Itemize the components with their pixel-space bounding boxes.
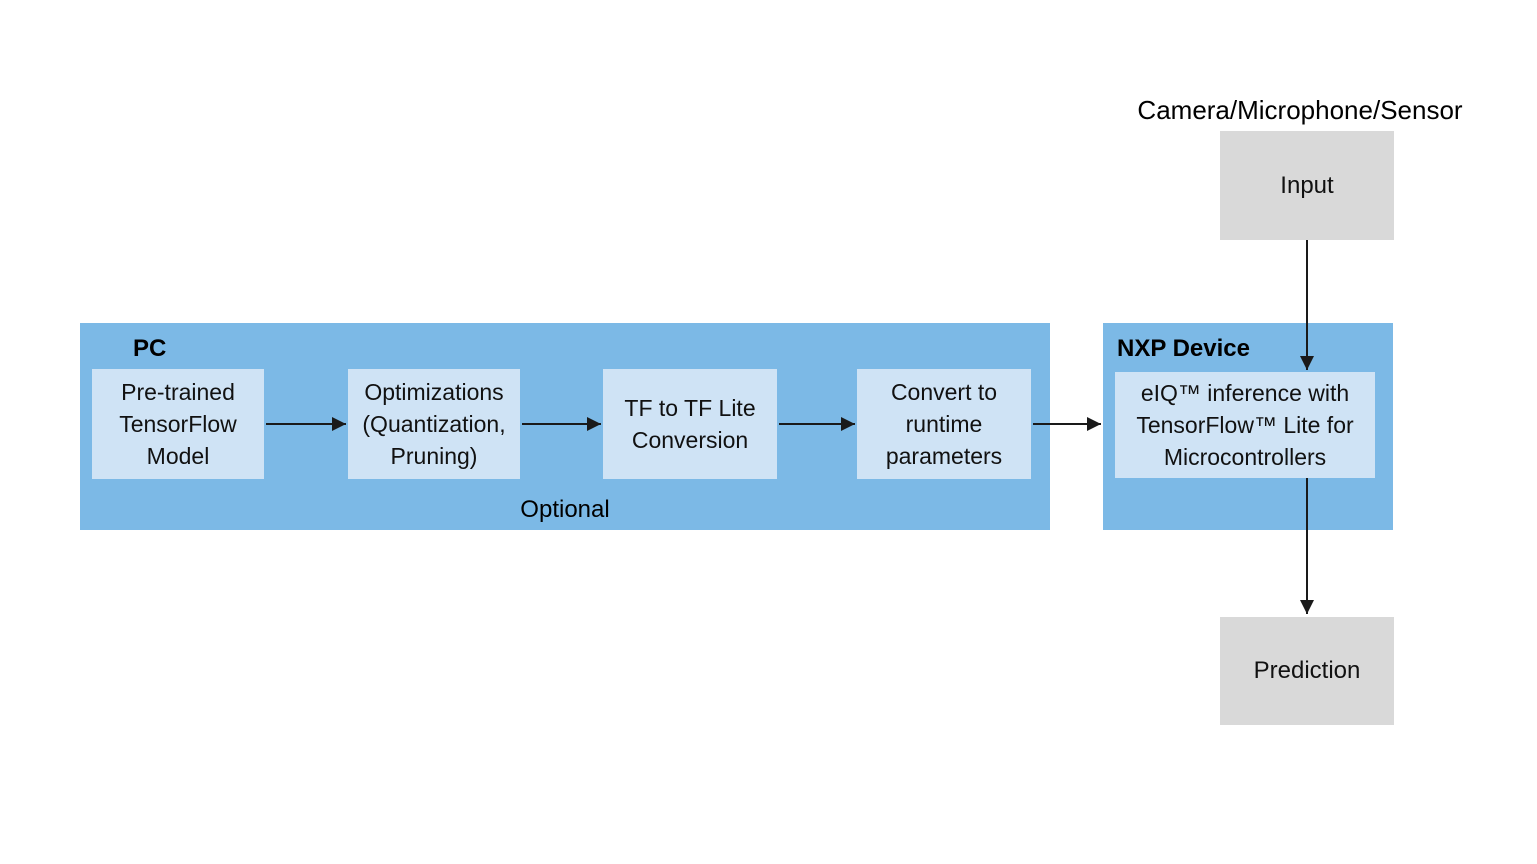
step-pretrained-tensorflow-model: Pre-trained TensorFlow Model <box>92 369 264 479</box>
prediction-node-label: Prediction <box>1253 657 1361 684</box>
optional-label: Optional <box>520 496 610 523</box>
step-convert-runtime-parameters: Convert to runtime parameters <box>857 369 1031 479</box>
pc-group-title: PC <box>133 335 167 362</box>
step-eiq-inference-tflite-micro: eIQ™ inference with TensorFlow™ Lite for… <box>1115 372 1375 478</box>
prediction-node: Prediction <box>1220 617 1394 725</box>
nxp-device-group: NXP Device eIQ™ inference with TensorFlo… <box>1103 323 1393 530</box>
nxp-device-group-title: NXP Device <box>1117 335 1250 362</box>
step-optimizations: Optimizations (Quantization, Pruning) <box>348 369 520 479</box>
input-node-label: Input <box>1280 171 1334 199</box>
pc-group: PC Pre-trained TensorFlow Model Optimiza… <box>80 323 1050 530</box>
camera-microphone-sensor-caption: Camera/Microphone/Sensor <box>1137 95 1463 125</box>
input-node: Input <box>1220 131 1394 240</box>
step-tf-to-tflite-conversion: TF to TF Lite Conversion <box>603 369 777 479</box>
